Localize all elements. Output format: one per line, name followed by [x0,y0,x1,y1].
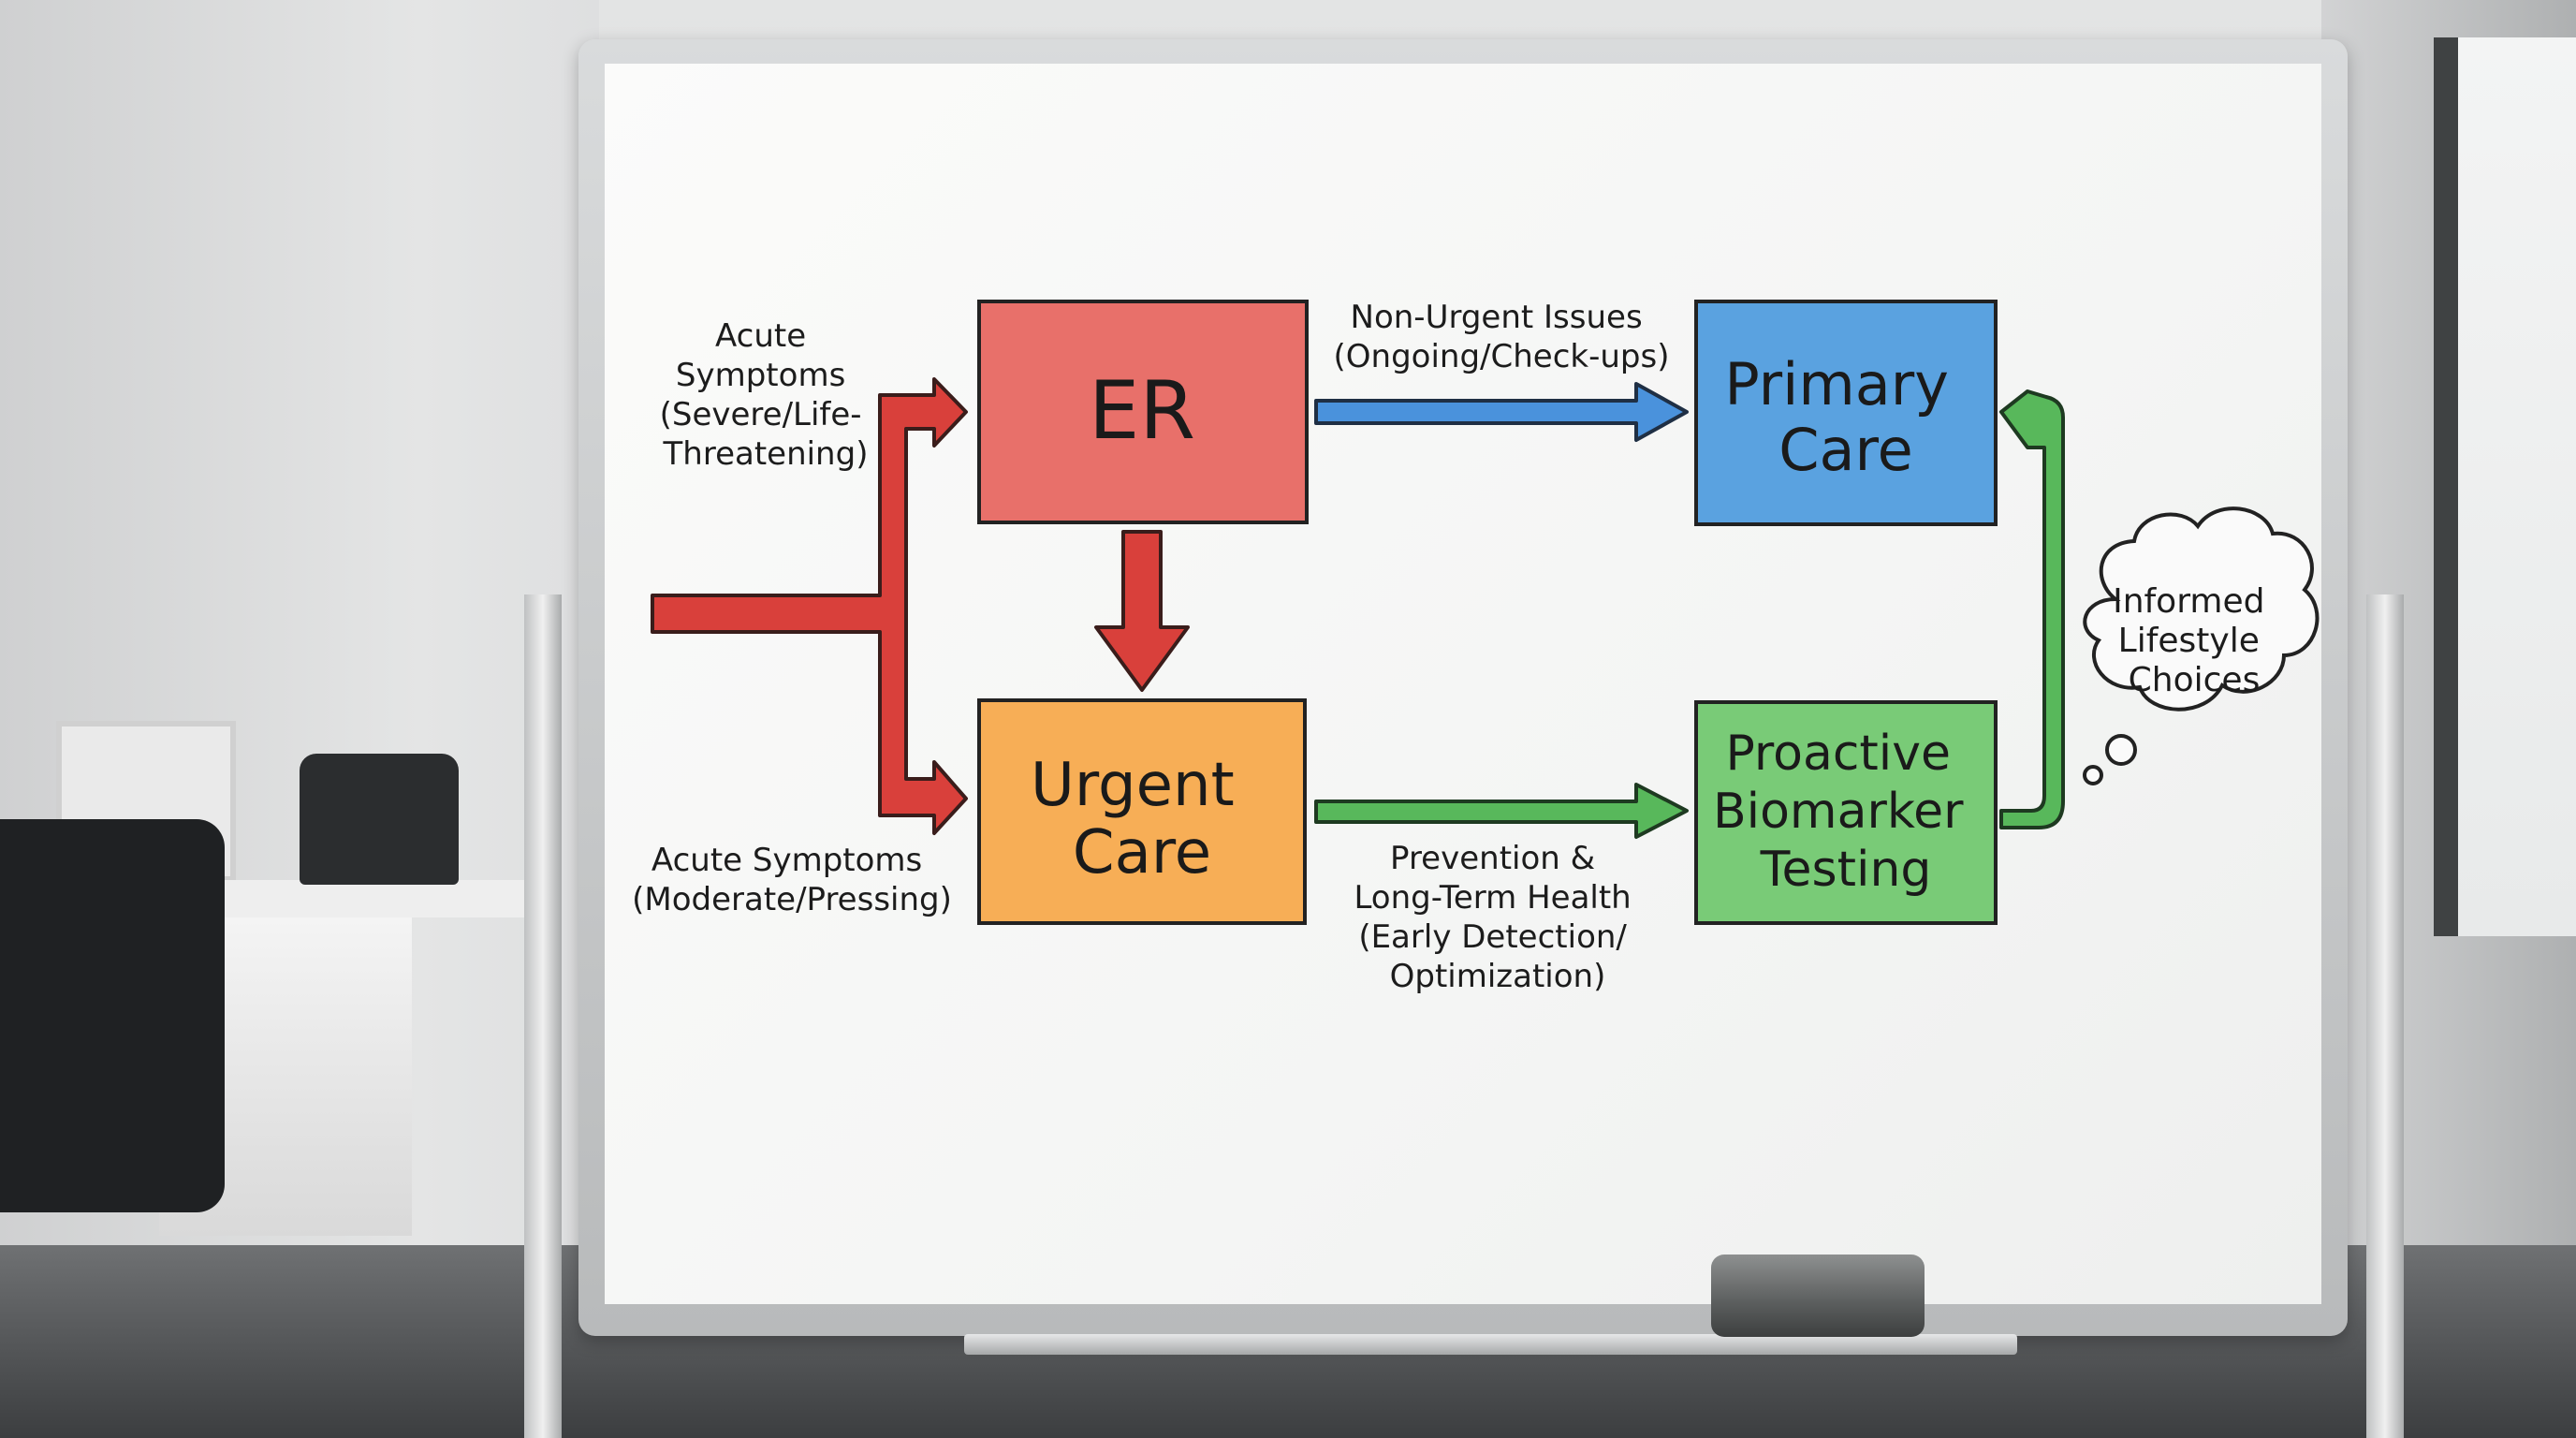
er-to-primary-arrow [1314,382,1689,442]
thought-cloud-text: Informed Lifestyle Choices [2113,582,2276,699]
thought-bubble-small [2083,765,2103,785]
acute-moderate-label: Acute Symptoms (Moderate/Pressing) [632,842,952,918]
office-chair [0,819,225,1212]
er-title: ER [1089,364,1195,458]
primary-care-line-1: Primary [1724,350,1949,418]
office-window [2434,37,2576,936]
whiteboard-stand-right [2366,594,2404,1438]
biomarker-title: Proactive Biomarker Testing [1713,726,1979,898]
whiteboard-eraser [1711,1255,1925,1337]
urgent-care-box [977,698,1307,925]
er-box [977,300,1309,524]
primary-care-box [1694,300,1998,526]
biomarker-box [1694,700,1998,925]
urgent-care-line-1: Urgent [1031,751,1235,820]
thought-bubble-large [2105,734,2137,766]
red-arrow-group [651,377,1190,835]
biomarker-to-primary-arrow [1999,389,2065,829]
urgent-to-biomarker-arrow [1314,783,1689,839]
prevention-label: Prevention & Long-Term Health (Early Det… [1354,840,1641,995]
biomarker-line-1: Proactive [1725,726,1951,782]
thought-cloud-shape [2083,506,2320,712]
urgent-care-line-2: Care [1073,818,1211,888]
office-chair-back [300,754,459,885]
primary-care-line-2: Care [1778,416,1913,484]
biomarker-line-2: Biomarker [1713,784,1964,840]
primary-care-title: Primary Care [1724,350,1967,484]
whiteboard-stand-left [524,594,562,1438]
biomarker-line-3: Testing [1760,842,1932,898]
entry-arrow [651,377,968,835]
er-to-urgent-arrow [1094,530,1190,692]
urgent-care-title: Urgent Care [1031,751,1253,888]
acute-severe-label: Acute Symptoms (Severe/Life- Threatening… [660,317,872,473]
non-urgent-label: Non-Urgent Issues (Ongoing/Check-ups) [1334,299,1670,375]
thought-cloud: Informed Lifestyle Choices [2083,506,2320,785]
marker-tray [964,1334,2017,1355]
